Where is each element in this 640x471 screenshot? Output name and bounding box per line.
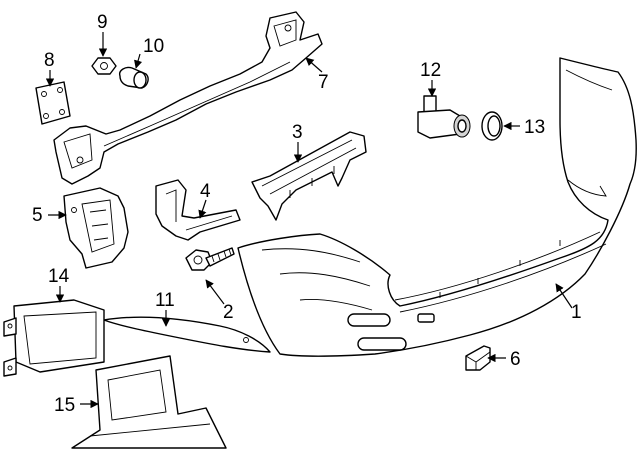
- callout-6: 6: [510, 349, 521, 370]
- mount-5-part: [63, 187, 129, 269]
- callout-4: 4: [200, 181, 211, 202]
- trim-strip-part: [103, 316, 271, 353]
- callout-5: 5: [32, 205, 43, 226]
- callout-15: 15: [54, 395, 75, 416]
- bracket-panel-part: [71, 355, 227, 449]
- callout-3: 3: [292, 122, 303, 143]
- callout-11: 11: [155, 290, 175, 311]
- screw-part: [185, 247, 235, 271]
- callout-12: 12: [420, 60, 441, 81]
- callout-labels: 1 2 3 4 5 6 7 8 9 10 11 12 13 14 15: [32, 12, 582, 416]
- push-pin-10-part: [119, 66, 149, 89]
- callout-8: 8: [44, 50, 55, 71]
- callout-9: 9: [97, 12, 108, 33]
- parking-sensor-part: [417, 95, 471, 139]
- callout-14: 14: [48, 266, 70, 287]
- bracket-3-part: [251, 131, 367, 221]
- callout-1: 1: [571, 302, 582, 323]
- retainer-ring-part: [481, 111, 503, 141]
- nut-9-part: [91, 57, 117, 75]
- control-module-part: [3, 299, 105, 377]
- clip-6-part: [465, 345, 491, 371]
- callout-2: 2: [223, 302, 234, 323]
- plate-8-part: [35, 81, 71, 125]
- bumper-cover-part: [237, 57, 637, 357]
- callout-7: 7: [318, 72, 329, 93]
- callout-13: 13: [524, 117, 545, 138]
- callout-10: 10: [143, 36, 164, 57]
- reinforcement-bar-part: [53, 11, 323, 185]
- leader-lines: [45, 32, 573, 409]
- bracket-4-part: [155, 179, 241, 241]
